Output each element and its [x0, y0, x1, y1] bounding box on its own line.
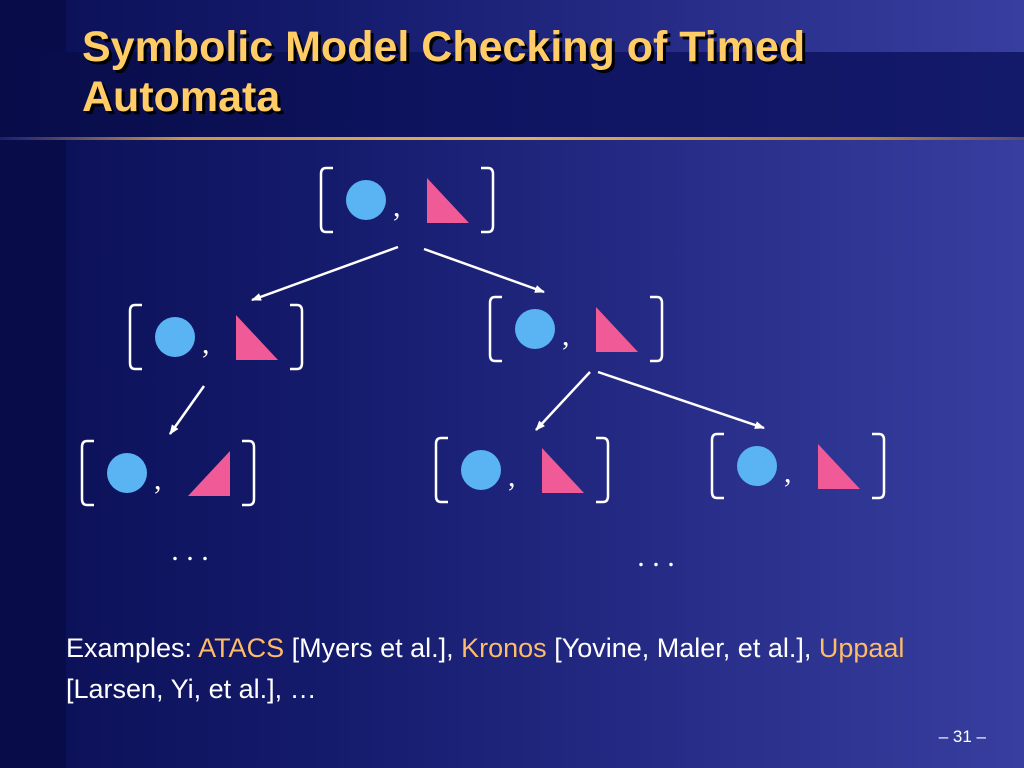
edge-root-to-right — [423, 247, 545, 294]
right-bracket — [242, 439, 256, 507]
edge-right-to-right-left — [535, 371, 591, 431]
examples-lead: Examples: — [66, 633, 199, 663]
citation-uppaal: [Larsen, Yi, et al.], … — [66, 674, 317, 704]
slide-number: – 31 – — [938, 727, 986, 746]
left-bracket — [319, 166, 333, 234]
left-bracket — [128, 303, 142, 371]
clock-zone-triangle-icon — [188, 451, 230, 496]
left-bracket — [80, 439, 94, 507]
right-bracket — [290, 303, 304, 371]
ellipsis-left: . . . — [171, 534, 209, 567]
node-separator: , — [393, 190, 401, 223]
edges-layer — [168, 245, 765, 435]
tool-uppaal: Uppaal — [818, 633, 905, 663]
clock-zone-triangle-icon — [818, 444, 860, 489]
node-separator: , — [202, 327, 210, 360]
location-circle-icon — [155, 317, 195, 357]
location-circle-icon — [461, 450, 501, 490]
node-separator: , — [562, 319, 570, 352]
clock-zone-triangle-icon — [236, 315, 278, 360]
clock-zone-triangle-icon — [596, 307, 638, 352]
state-node-root: , — [319, 166, 495, 234]
edge-right-to-right-right — [597, 370, 765, 430]
ellipsis-layer: . . . . . . — [171, 534, 675, 573]
clock-zone-triangle-icon — [427, 178, 469, 223]
title-rule — [0, 137, 1024, 140]
edge-left-to-left-left — [168, 385, 206, 435]
tool-atacs: ATACS — [198, 633, 285, 663]
citation-kronos: [Yovine, Maler, et al.], — [546, 633, 819, 663]
location-circle-icon — [737, 446, 777, 486]
edge-root-to-left — [251, 245, 399, 302]
node-separator: , — [508, 460, 516, 493]
right-bracket — [481, 166, 495, 234]
citation-atacs: [Myers et al.], — [284, 633, 462, 663]
left-bracket — [434, 436, 448, 504]
node-separator: , — [784, 456, 792, 489]
left-bracket — [710, 432, 724, 500]
state-node-left: , — [128, 303, 304, 371]
right-bracket — [650, 295, 664, 363]
right-bracket — [872, 432, 886, 500]
slide-title: Symbolic Model Checking of Timed Automat… — [82, 23, 806, 121]
tool-kronos: Kronos — [461, 633, 547, 663]
clock-zone-triangle-icon — [542, 448, 584, 493]
examples-text: Examples: ATACS [Myers et al.], Kronos [… — [66, 628, 946, 710]
location-circle-icon — [346, 180, 386, 220]
state-node-right: , — [488, 295, 664, 363]
title-band — [0, 52, 1024, 138]
right-bracket — [596, 436, 610, 504]
ellipsis-right: . . . — [637, 540, 675, 573]
left-bracket — [488, 295, 502, 363]
state-node-right-left: , — [434, 436, 610, 504]
node-separator: , — [154, 463, 162, 496]
location-circle-icon — [107, 453, 147, 493]
state-node-right-right: , — [710, 432, 886, 500]
state-node-left-left: , — [80, 439, 256, 507]
nodes-layer: ,,,,,, — [80, 166, 886, 507]
location-circle-icon — [515, 309, 555, 349]
